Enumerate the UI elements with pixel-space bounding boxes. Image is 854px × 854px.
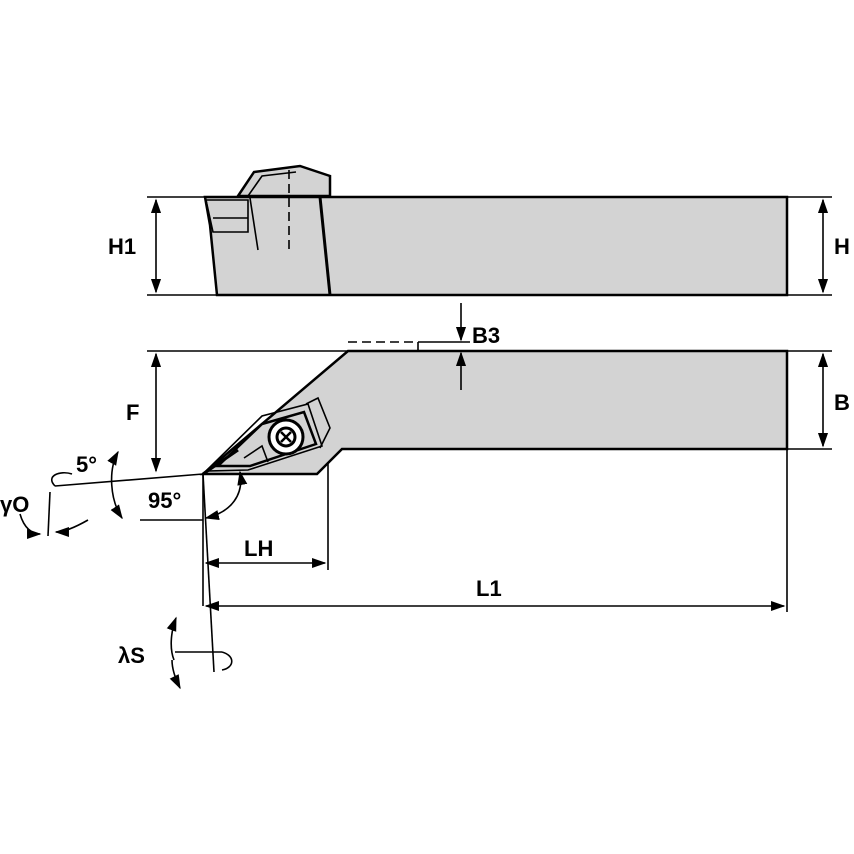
f-label: F xyxy=(126,400,139,425)
b-label: B xyxy=(834,390,850,415)
l1-label: L1 xyxy=(476,576,502,601)
angle-95-label: 95° xyxy=(148,488,181,513)
side-view-insert xyxy=(205,199,249,233)
side-view: H1 H xyxy=(108,164,850,297)
top-view-insert xyxy=(203,403,324,472)
side-view-clamp-head xyxy=(235,164,332,198)
top-view: B3 B F 5° 95° γO LH L1 xyxy=(0,303,850,690)
b3-label: B3 xyxy=(472,323,500,348)
side-view-shank xyxy=(203,195,789,297)
h-label: H xyxy=(834,234,850,259)
h1-label: H1 xyxy=(108,234,136,259)
gamma-o-label: γO xyxy=(0,492,29,517)
angle-5-label: 5° xyxy=(76,452,97,477)
lambda-s-label: λS xyxy=(118,643,145,668)
lh-label: LH xyxy=(244,536,273,561)
